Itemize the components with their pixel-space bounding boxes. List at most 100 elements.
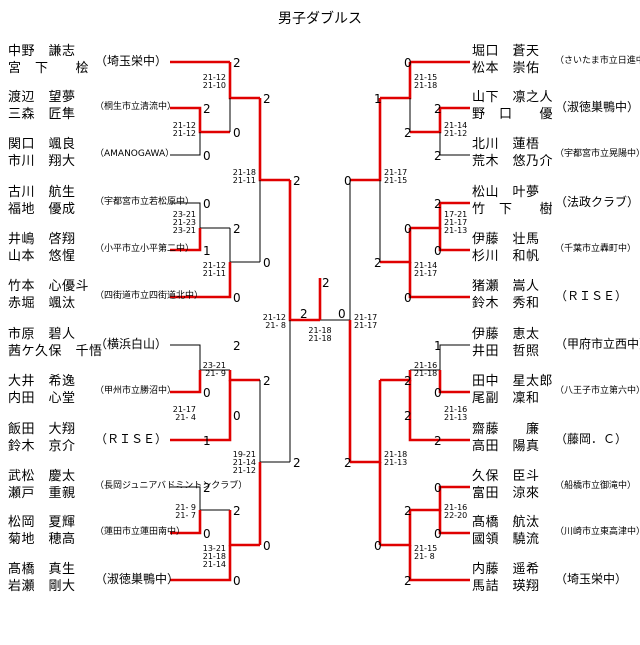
player-name: 武松 慶太 (8, 469, 76, 484)
right-entry-players: 髙橋 航汰國領 驍流 (472, 514, 540, 548)
left-entry-players: 飯田 大翔鈴木 京介 (8, 421, 76, 455)
club-name: （淑徳巣鴨中） (95, 572, 180, 586)
player-name: 茜ケ久保 千悟 (8, 344, 103, 359)
club-name: （宇都宮市立若松原中） (95, 197, 195, 207)
club-name: （淑徳巣鴨中） (555, 100, 640, 114)
player-name: 宮 下 桧 (8, 61, 90, 76)
club-name: （長岡ジュニアバドミントンクラブ） (95, 481, 248, 491)
player-name: 北川 蓮梧 (472, 137, 540, 152)
player-name: 竹本 心優斗 (8, 279, 90, 294)
right-entry-players: 内藤 遥希馬詰 瑛翔 (472, 561, 540, 595)
right-entry-players: 伊藤 恵太井田 哲照 (472, 326, 540, 360)
winner-path-42 (350, 380, 382, 464)
page-title: 男子ダブルス (278, 11, 362, 27)
player-name: 飯田 大翔 (8, 422, 76, 437)
player-name: 鈴木 秀和 (472, 296, 540, 311)
player-name: 高田 陽真 (472, 439, 540, 454)
player-name: 瀬戸 重親 (8, 486, 76, 501)
player-name: 福地 優成 (8, 202, 76, 217)
right-entry-players: 猪瀬 嵩人鈴木 秀和 (472, 278, 540, 312)
club-name: （蓮田市立蓮田南中） (95, 527, 186, 537)
winner-path-18 (170, 545, 232, 582)
player-name: 山本 悠惺 (8, 249, 76, 264)
club-name: （船橋市立御滝中） (555, 481, 637, 491)
player-name: 内田 心堂 (8, 391, 76, 406)
winner-path-31 (408, 262, 470, 299)
game-count: 0 (404, 291, 412, 305)
club-name: （藤岡．Ｃ） (555, 432, 628, 446)
game-count: 2 (434, 197, 442, 211)
game-count: 2 (233, 56, 241, 70)
club-name: （AMANOGAWA） (95, 149, 175, 159)
player-name: 富田 涼來 (472, 486, 540, 501)
game-count: 2 (404, 409, 412, 423)
winner-path-14 (170, 380, 232, 442)
winner-path-35 (438, 370, 470, 394)
winner-path-9 (258, 98, 290, 182)
game-count: 0 (233, 409, 241, 423)
player-name: 三森 匠隼 (8, 107, 76, 122)
club-name: （小平市立小平第二中） (95, 244, 195, 254)
game-count: 0 (203, 386, 211, 400)
player-name: 杉川 和帆 (472, 249, 540, 264)
game-count: 0 (434, 386, 442, 400)
bracket-line-15 (170, 486, 230, 511)
game-count: 0 (203, 197, 211, 211)
club-name: （桐生市立清流中） (95, 102, 177, 112)
bracket-line-11 (170, 344, 230, 371)
club-name: （横浜白山） (95, 337, 168, 351)
game-count: 2 (322, 276, 330, 290)
player-name: 尾副 凜和 (472, 391, 540, 406)
left-entry-players: 市原 碧人茜ケ久保 千悟 (8, 326, 103, 360)
winner-path-32 (350, 98, 382, 182)
left-entry-players: 古川 航生福地 優成 (8, 184, 76, 218)
club-name: （八王子市立第六中） (555, 386, 640, 396)
club-name: （埼玉栄中） (95, 54, 168, 68)
bracket-line-34 (410, 344, 470, 371)
game-count: 2 (300, 307, 308, 321)
player-name: 山下 凛之人 (472, 90, 554, 105)
player-name: 松本 崇佑 (472, 61, 540, 76)
right-entry-players: 山下 凛之人野 口 優 (472, 89, 553, 123)
player-name: 野 口 優 (472, 107, 554, 122)
game-count: 1 (203, 434, 211, 448)
player-name: 齋藤 廉 (472, 422, 540, 437)
player-name: 荒木 悠乃介 (472, 154, 554, 169)
game-count: 2 (203, 481, 211, 495)
winner-path-41 (408, 545, 470, 582)
game-count: 0 (203, 527, 211, 541)
left-entry-players: 中野 謙志宮 下 桧 (8, 43, 89, 77)
right-entry-players: 齋藤 廉高田 陽真 (472, 421, 540, 455)
player-name: 髙橋 真生 (8, 562, 76, 577)
winner-path-8 (170, 262, 232, 299)
player-name: 古川 航生 (8, 185, 76, 200)
game-count: 0 (233, 291, 241, 305)
winner-path-38 (410, 485, 470, 512)
player-name: 伊藤 恵太 (472, 327, 540, 342)
winner-path-6 (170, 228, 202, 252)
player-name: 竹 下 樹 (472, 202, 554, 217)
right-entry-players: 堀口 蒼天松本 崇佑 (472, 43, 540, 77)
game-count: 1 (434, 339, 442, 353)
winner-path-1 (170, 106, 230, 134)
bracket-line-5 (170, 202, 230, 229)
game-count: 2 (404, 126, 412, 140)
player-name: 國領 驍流 (472, 532, 540, 547)
bracket-line-25 (439, 132, 470, 156)
right-entry-players: 久保 臣斗富田 涼來 (472, 468, 540, 502)
player-name: 関口 颯良 (8, 137, 76, 152)
